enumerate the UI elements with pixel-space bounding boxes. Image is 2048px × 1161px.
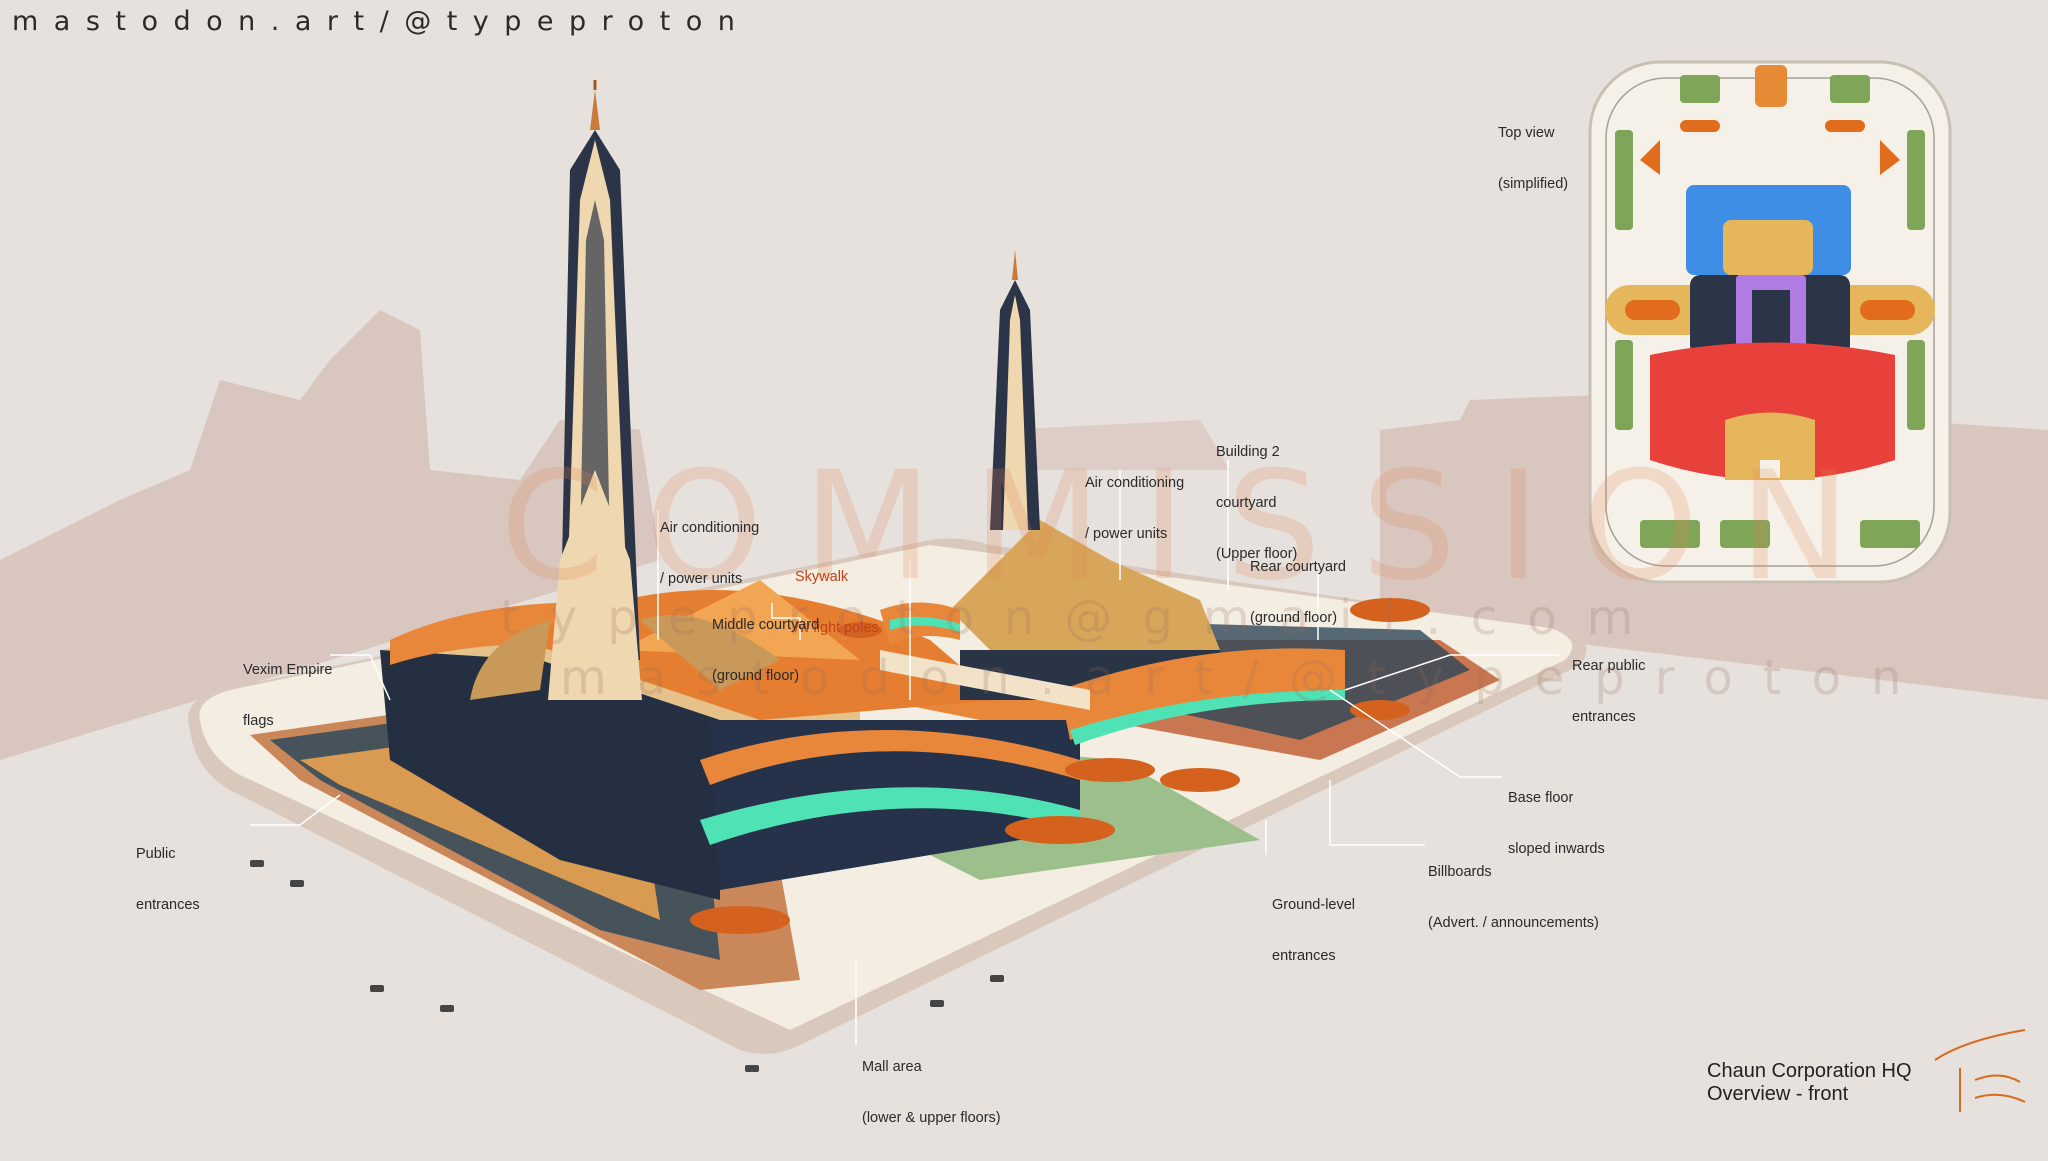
callout-vexim-flags-line2: flags bbox=[243, 713, 274, 729]
callout-billboards-line2: (Advert. / announcements) bbox=[1428, 915, 1599, 931]
callout-public-entrances-line1: Public bbox=[136, 846, 176, 862]
callout-ac-left-line2: / power units bbox=[660, 571, 743, 587]
skywalk bbox=[880, 650, 1090, 710]
handle-watermark: mastodon.art/@typeproton bbox=[560, 650, 1932, 706]
callout-skywalk: Skywalk /w light poles bbox=[795, 535, 879, 671]
callout-leaders bbox=[250, 460, 1560, 1045]
callout-rear-public-entrances: Rear public entrances bbox=[1572, 624, 1645, 760]
callout-building2-courtyard-line1: Building 2 bbox=[1216, 444, 1280, 460]
callout-skywalk-line1: Skywalk bbox=[795, 569, 849, 585]
top-view-plan bbox=[1588, 60, 1952, 584]
callout-mall-area-line1: Mall area bbox=[862, 1059, 922, 1075]
tower-main bbox=[470, 80, 780, 700]
commission-watermark: COMMISSION bbox=[500, 440, 1891, 614]
callout-skywalk-line2: /w light poles bbox=[795, 620, 879, 636]
callout-base-floor-line2: sloped inwards bbox=[1508, 841, 1605, 857]
drawing-title-line1: Chaun Corporation HQ bbox=[1707, 1060, 1912, 1082]
topview-label: Top view (simplified) bbox=[1498, 91, 1568, 227]
callout-base-floor-line1: Base floor bbox=[1508, 790, 1574, 806]
callout-building2-courtyard: Building 2 courtyard (Upper floor) bbox=[1216, 410, 1297, 597]
callout-billboards-line1: Billboards bbox=[1428, 864, 1492, 880]
topview-label-line1: Top view bbox=[1498, 125, 1555, 141]
callout-rear-courtyard: Rear courtyard (ground floor) bbox=[1250, 525, 1346, 661]
callout-ground-entrances-line1: Ground-level bbox=[1272, 897, 1356, 913]
callout-middle-courtyard-line1: Middle courtyard bbox=[712, 617, 820, 633]
email-watermark: typeproton@gmail.com bbox=[500, 590, 1664, 646]
topview-label-line2: (simplified) bbox=[1498, 176, 1569, 192]
callout-building2-courtyard-line2: courtyard bbox=[1216, 495, 1277, 511]
callout-mall-area-line2: (lower & upper floors) bbox=[862, 1110, 1001, 1126]
callout-mall-area: Mall area (lower & upper floors) bbox=[862, 1025, 1001, 1161]
callout-ac-left-line1: Air conditioning bbox=[660, 520, 760, 536]
callout-rear-public-entrances-line1: Rear public bbox=[1572, 658, 1646, 674]
callout-billboards: Billboards (Advert. / announcements) bbox=[1428, 830, 1599, 966]
artist-credit: mastodon.art/@typeproton bbox=[12, 6, 751, 37]
callout-vexim-flags-line1: Vexim Empire bbox=[243, 662, 333, 678]
street-vehicles bbox=[250, 860, 1004, 1072]
callout-ground-entrances: Ground-level entrances bbox=[1272, 863, 1355, 999]
callout-vexim-flags: Vexim Empire flags bbox=[243, 628, 332, 764]
callout-base-floor: Base floor sloped inwards bbox=[1508, 756, 1605, 892]
callout-public-entrances-line2: entrances bbox=[136, 897, 200, 913]
drawing-title-line2: Overview - front bbox=[1707, 1083, 1849, 1105]
callout-ac-left: Air conditioning / power units bbox=[660, 486, 759, 622]
artist-signature bbox=[1934, 1029, 2026, 1112]
callout-middle-courtyard: Middle courtyard (ground floor) bbox=[712, 583, 819, 719]
callout-ac-right-line1: Air conditioning bbox=[1085, 475, 1185, 491]
building-2 bbox=[880, 250, 1345, 745]
callout-ground-entrances-line2: entrances bbox=[1272, 948, 1336, 964]
callout-rear-public-entrances-line2: entrances bbox=[1572, 709, 1636, 725]
callout-public-entrances: Public entrances bbox=[136, 812, 200, 948]
drawing-title: Chaun Corporation HQ Overview - front bbox=[1707, 1060, 1912, 1106]
trees bbox=[690, 598, 1430, 934]
callout-ac-right-line2: / power units bbox=[1085, 526, 1168, 542]
callout-building2-courtyard-line3: (Upper floor) bbox=[1216, 546, 1298, 562]
callout-rear-courtyard-line1: Rear courtyard bbox=[1250, 559, 1346, 575]
callout-middle-courtyard-line2: (ground floor) bbox=[712, 668, 800, 684]
callout-rear-courtyard-line2: (ground floor) bbox=[1250, 610, 1338, 626]
callout-ac-right: Air conditioning / power units bbox=[1085, 441, 1184, 577]
